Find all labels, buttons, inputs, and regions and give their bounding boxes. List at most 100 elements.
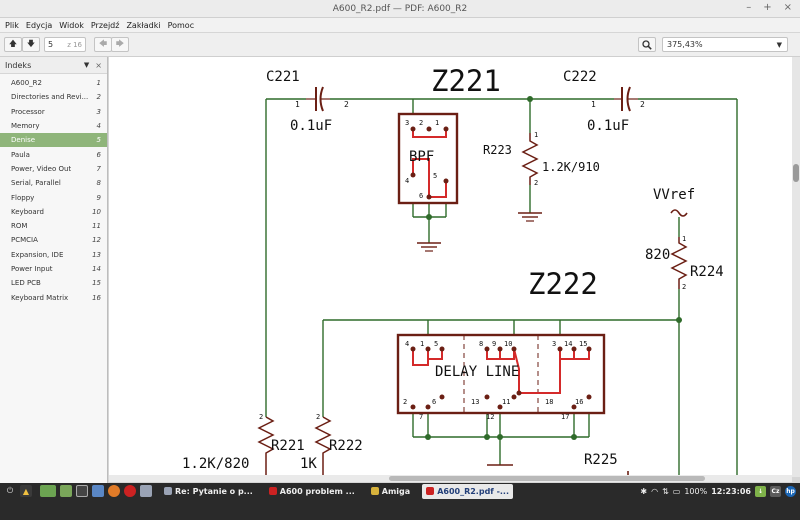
sidebar-item[interactable]: ROM 11 bbox=[0, 219, 107, 233]
sidebar-item-label: ROM bbox=[11, 222, 28, 231]
capacitor-c221: C221 1 2 0.1uF bbox=[266, 69, 349, 134]
clock[interactable]: 12:23:06 bbox=[711, 486, 751, 496]
folder-icon[interactable] bbox=[60, 485, 72, 497]
vref-label: VVref bbox=[653, 187, 695, 203]
search-button[interactable] bbox=[638, 37, 656, 52]
sidebar-item-label: Memory bbox=[11, 122, 40, 131]
chat-icon[interactable] bbox=[140, 485, 152, 497]
arrow-up-icon: 🡅 bbox=[8, 38, 18, 48]
desktop-icon[interactable] bbox=[40, 485, 56, 497]
page-number-input[interactable]: 5 z 16 bbox=[44, 37, 86, 52]
svg-text:2: 2 bbox=[682, 283, 686, 291]
terminal-icon[interactable] bbox=[76, 485, 88, 497]
battery-icon[interactable]: ▭ bbox=[672, 486, 681, 496]
bluetooth-icon[interactable]: ✱ bbox=[640, 486, 648, 496]
next-page-button[interactable]: 🡇 bbox=[22, 37, 40, 52]
sidebar-item-page: 2 bbox=[96, 93, 101, 102]
horizontal-scrollbar-thumb[interactable] bbox=[389, 476, 705, 481]
task-label: A600 problem ... bbox=[279, 486, 355, 496]
vertical-scrollbar-thumb[interactable] bbox=[793, 164, 799, 182]
c222-pin1: 1 bbox=[591, 100, 596, 109]
svg-text:6: 6 bbox=[432, 398, 436, 406]
horizontal-scrollbar[interactable] bbox=[109, 475, 792, 482]
menu-help[interactable]: Pomoc bbox=[167, 20, 195, 30]
svg-text:10: 10 bbox=[504, 340, 512, 348]
network-arrows-icon[interactable]: ⇅ bbox=[662, 486, 669, 496]
hp-icon[interactable]: hp bbox=[785, 485, 796, 497]
c221-pin2: 2 bbox=[344, 100, 349, 109]
resistor-r222: 2 R222 1K bbox=[300, 413, 363, 477]
wifi-icon[interactable]: ◠ bbox=[651, 486, 659, 496]
r223-ref-label: R223 bbox=[483, 143, 512, 157]
sidebar-item[interactable]: Directories and Revi...2 bbox=[0, 90, 107, 104]
sidebar-close-icon[interactable]: × bbox=[95, 60, 102, 70]
svg-text:2: 2 bbox=[419, 119, 423, 127]
svg-text:12: 12 bbox=[486, 413, 494, 421]
r222-value-label: 1K bbox=[300, 456, 317, 472]
minimize-icon[interactable]: – bbox=[746, 2, 752, 13]
sidebar-item-label: Keyboard Matrix bbox=[11, 293, 69, 302]
task-label: Amiga bbox=[381, 486, 411, 496]
arrow-down-icon: 🡇 bbox=[26, 38, 36, 48]
sidebar-item-label: Paula bbox=[11, 150, 30, 159]
menu-edit[interactable]: Edycja bbox=[25, 20, 53, 30]
history-forward-button[interactable]: 🡆 bbox=[111, 37, 129, 52]
maximize-icon[interactable]: + bbox=[763, 2, 772, 13]
taskbar-task[interactable]: A600_R2.pdf -... bbox=[422, 483, 513, 499]
svg-text:16: 16 bbox=[575, 398, 583, 406]
menu-go[interactable]: Przejdź bbox=[90, 20, 120, 30]
svg-text:13: 13 bbox=[471, 398, 479, 406]
svg-text:17: 17 bbox=[561, 413, 569, 421]
power-icon[interactable]: ⏻ bbox=[6, 486, 14, 495]
sidebar-mode-dropdown-icon[interactable]: ▼ bbox=[83, 61, 90, 69]
keyboard-layout-badge[interactable]: Cz bbox=[770, 485, 781, 497]
resistor-r221: 2 R221 1.2K/820 bbox=[182, 413, 305, 477]
svg-text:14: 14 bbox=[564, 340, 572, 348]
task-app-icon bbox=[426, 487, 435, 495]
menu-file[interactable]: Plik bbox=[5, 20, 19, 30]
svg-text:15: 15 bbox=[579, 340, 587, 348]
taskbar-task[interactable]: Amiga bbox=[367, 484, 414, 499]
menu-bookmarks[interactable]: Zakładki bbox=[126, 20, 161, 30]
arrow-right-icon: 🡆 bbox=[115, 38, 125, 48]
zoom-select[interactable]: 375,43% ▼ bbox=[662, 37, 788, 52]
previous-page-button[interactable]: 🡅 bbox=[4, 37, 22, 52]
taskbar-task[interactable]: A600 problem ... bbox=[265, 484, 359, 499]
sidebar-item-page: 14 bbox=[92, 265, 101, 273]
taskbar-task[interactable]: Re: Pytanie o p... bbox=[160, 484, 257, 499]
page-total: z 16 bbox=[67, 40, 82, 49]
tux-icon[interactable]: ▲ bbox=[20, 485, 32, 497]
toolbar: 🡅 🡇 5 z 16 🡄 🡆 375,43% ▼ bbox=[0, 33, 800, 57]
history-back-button[interactable]: 🡄 bbox=[94, 37, 112, 52]
close-icon[interactable]: × bbox=[783, 2, 792, 13]
firefox-icon[interactable] bbox=[108, 485, 120, 497]
c221-ref-label: C221 bbox=[266, 69, 300, 85]
menu-view[interactable]: Widok bbox=[59, 20, 84, 30]
sidebar-item-page: 10 bbox=[92, 207, 101, 216]
vertical-scrollbar[interactable] bbox=[792, 57, 800, 477]
opera-icon[interactable] bbox=[124, 485, 136, 497]
svg-text:3: 3 bbox=[405, 119, 409, 127]
svg-text:5: 5 bbox=[433, 172, 437, 180]
document-view[interactable]: C221 1 2 0.1uF C222 1 2 0.1uF Z221 bbox=[109, 57, 792, 477]
component-z221: Z221 3 2 1 4 5 6 BPF bbox=[397, 64, 501, 252]
update-icon[interactable]: ↓ bbox=[755, 485, 766, 497]
sidebar-item-label: Denise bbox=[11, 136, 36, 145]
network-icon[interactable] bbox=[92, 485, 104, 497]
sidebar-item-page: 11 bbox=[92, 222, 101, 231]
